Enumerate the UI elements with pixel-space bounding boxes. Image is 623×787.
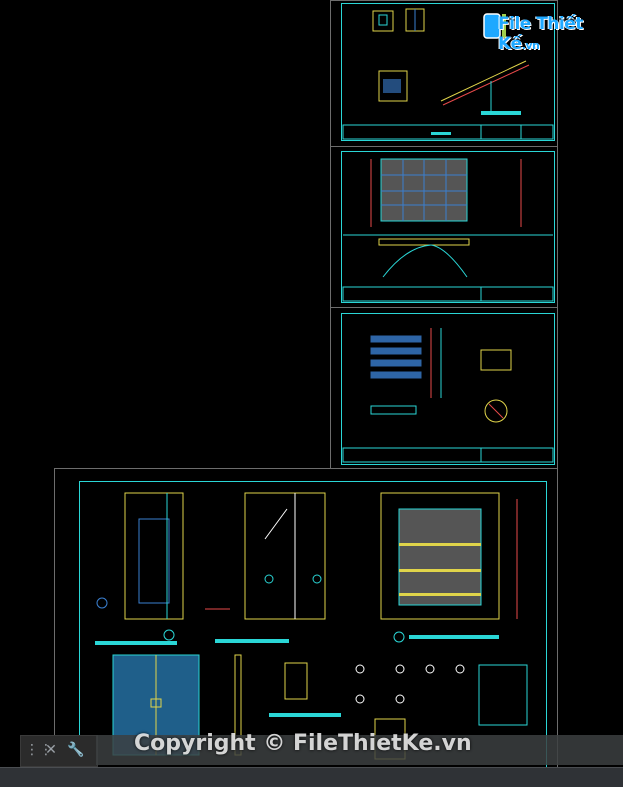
command-line-input[interactable] bbox=[96, 735, 623, 765]
logo-brand: File Thiết Kế bbox=[498, 14, 583, 54]
sheet-1-border bbox=[341, 3, 555, 141]
command-toolbar: ⋮⋮ ✕ 🔧 bbox=[20, 735, 98, 767]
drag-handle-icon[interactable]: ⋮⋮ bbox=[25, 742, 53, 758]
drawing-sheet-1[interactable] bbox=[330, 0, 558, 147]
logo-suffix: .vn bbox=[521, 39, 540, 52]
sheet-3-border bbox=[341, 313, 555, 465]
wrench-icon[interactable]: 🔧 bbox=[67, 742, 85, 758]
drawing-sheet-2[interactable] bbox=[330, 146, 558, 308]
filethietke-logo bbox=[483, 13, 506, 39]
copyright-watermark: Copyright © FileThietKe.vn bbox=[134, 731, 472, 756]
sheet-2-drawing bbox=[342, 158, 554, 302]
drawing-sheet-3[interactable] bbox=[330, 307, 558, 469]
logo-text: File Thiết Kế.vn bbox=[498, 14, 623, 54]
sheet-4-drawing bbox=[95, 492, 528, 760]
close-icon[interactable]: ✕ bbox=[45, 742, 57, 758]
sheet-2-border bbox=[341, 151, 555, 303]
sheet-1-drawing bbox=[342, 8, 554, 140]
drawing-sheet-4[interactable] bbox=[54, 468, 558, 771]
sheet-3-drawing bbox=[342, 328, 554, 463]
status-bar bbox=[0, 767, 623, 787]
